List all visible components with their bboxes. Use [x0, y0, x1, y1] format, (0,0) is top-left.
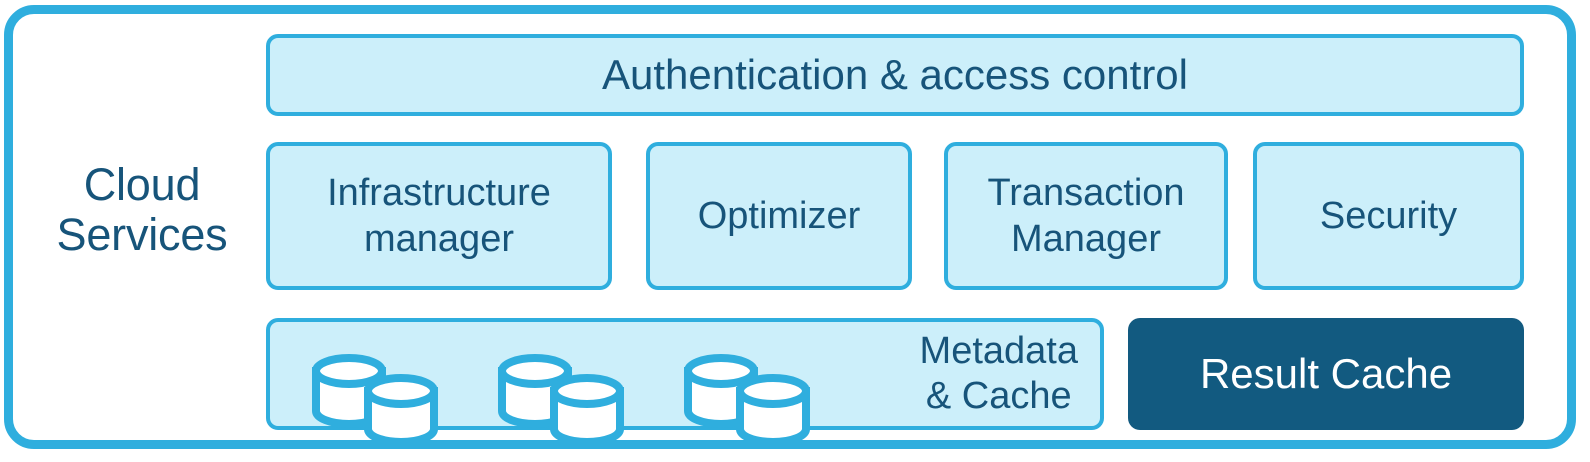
result-cache-panel[interactable]: Result Cache	[1128, 318, 1524, 430]
database-icon	[312, 354, 438, 441]
optimizer-panel[interactable]: Optimizer	[646, 142, 912, 290]
security-panel[interactable]: Security	[1253, 142, 1524, 290]
infrastructure-manager-panel[interactable]: Infrastructure manager	[266, 142, 612, 290]
transaction-manager-label: Transaction Manager	[987, 172, 1185, 260]
database-icon-group-2	[492, 335, 664, 441]
transaction-manager-panel[interactable]: Transaction Manager	[944, 142, 1228, 290]
security-label: Security	[1319, 195, 1458, 237]
database-icon	[498, 354, 624, 441]
database-icon	[684, 354, 810, 441]
metadata-cache-panel[interactable]: Metadata & Cache	[266, 318, 1104, 441]
database-icon-group-1	[306, 335, 478, 441]
infrastructure-manager-label: Infrastructure manager	[327, 172, 551, 260]
authentication-access-control-label: Authentication & access control	[602, 51, 1188, 98]
result-cache-label: Result Cache	[1199, 350, 1453, 397]
cloud-services-label-text: Cloud Services	[56, 159, 228, 260]
cloud-services-label: Cloud Services	[28, 160, 256, 260]
metadata-cache-label: Metadata & Cache	[919, 330, 1078, 417]
optimizer-label: Optimizer	[697, 195, 861, 237]
database-icon-group-3	[678, 335, 850, 441]
authentication-access-control-panel[interactable]: Authentication & access control	[266, 34, 1524, 116]
